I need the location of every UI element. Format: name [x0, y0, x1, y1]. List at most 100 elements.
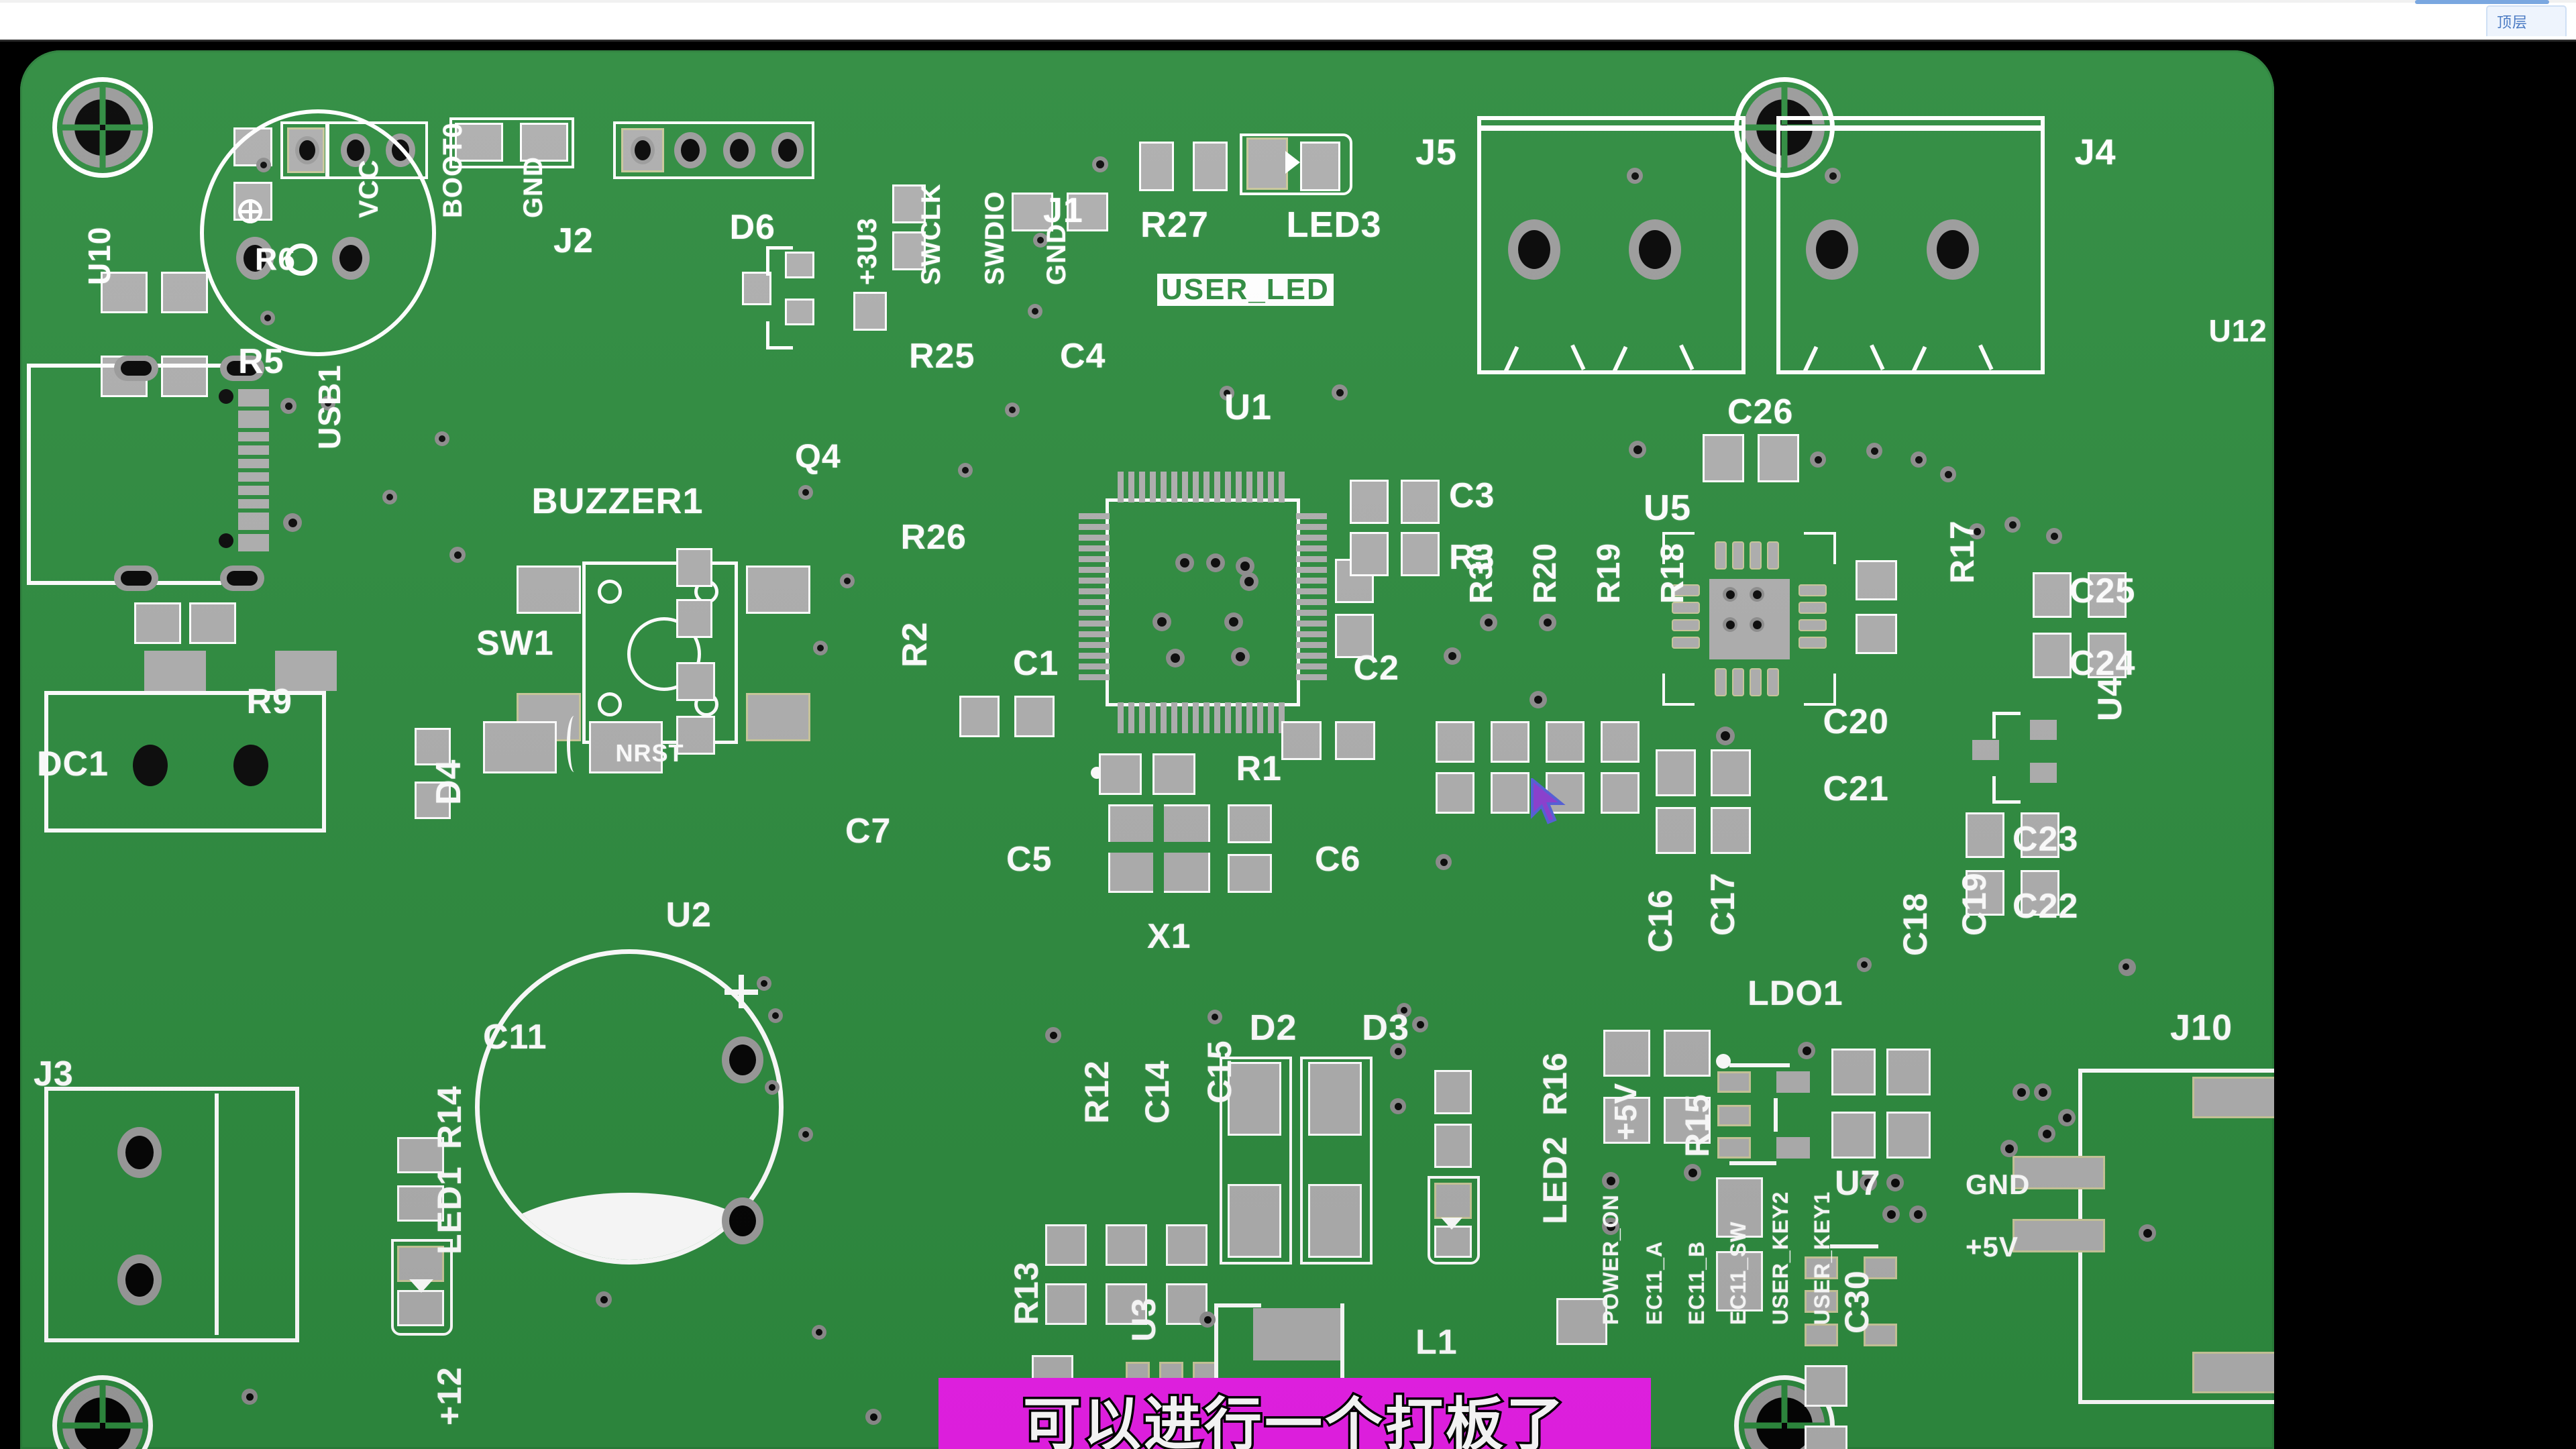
silk-label-c14: C14: [1138, 1060, 1176, 1124]
silk-buzzer-polarity-v: [249, 199, 252, 223]
mcu-u1-pin-bottom-4: [1150, 702, 1156, 733]
silk-label-r12: R12: [1078, 1060, 1116, 1124]
silk-label-c18: C18: [1896, 892, 1934, 956]
silk-label-c1: C1: [1013, 643, 1059, 683]
silk-label-r19: R19: [1591, 542, 1627, 604]
pad-r25-a: [892, 184, 926, 223]
silk-label-swclk: SWCLK: [916, 183, 946, 285]
hole-j4-pin1: [1806, 219, 1858, 280]
mcu-u1[interactable]: [1079, 472, 1327, 733]
pad-u7-2: [1805, 1290, 1838, 1313]
silk-ldo1-pin1-dot: [1716, 1054, 1731, 1069]
silk-j3-inner: [215, 1093, 219, 1335]
pad-r3-a: [1350, 532, 1389, 576]
regulator-u5[interactable]: [1662, 532, 1836, 706]
mcu-u1-pin-top-7: [1182, 472, 1188, 502]
via-misc-7: [813, 641, 828, 655]
mcu-u1-pin-left-8: [1079, 588, 1110, 594]
pad-r25-b: [892, 231, 926, 270]
mcu-u1-pin-bottom-1: [1118, 702, 1124, 733]
mcu-u1-pin-right-9: [1296, 599, 1327, 605]
via-misc-13: [1220, 386, 1234, 400]
via-u1-tl: [1175, 553, 1194, 572]
pad-led3-a: [1246, 138, 1288, 190]
silk-label-d2: D2: [1249, 1008, 1297, 1048]
mcu-u1-pin-left-9: [1079, 599, 1110, 605]
mcu-u1-pin-right-16: [1296, 674, 1327, 680]
silk-u4-c: [1992, 776, 1996, 803]
via-u1-ml: [1152, 612, 1171, 631]
layer-tab-label: 顶层: [2497, 14, 2528, 31]
pad-d3-a: [1308, 1062, 1362, 1136]
via-r20: [1480, 614, 1497, 631]
usb1-contact-pads: [238, 389, 269, 560]
mcu-u1-pin-bottom-11: [1225, 702, 1231, 733]
via-buzzer-top: [256, 158, 271, 172]
pad-r17-a: [1856, 560, 1897, 600]
pad-r16-b: [1434, 1124, 1472, 1168]
silk-label-q4: Q4: [795, 437, 841, 475]
via-misc-10: [1028, 304, 1042, 319]
mcu-u1-pin-left-5: [1079, 556, 1110, 562]
hole-j4-pin2: [1927, 219, 1979, 280]
silk-j3-bot: [44, 1338, 299, 1342]
silk-label-d3: D3: [1362, 1008, 1410, 1048]
silk-label-swdio: SWDIO: [979, 191, 1010, 285]
pad-c6-b: [1335, 721, 1375, 760]
via-misc-14: [1810, 451, 1826, 468]
silk-dc1-right: [322, 691, 326, 832]
silk-dc1-top: [44, 691, 326, 695]
silk-label-c21: C21: [1823, 769, 1889, 808]
via-u1-tm: [1206, 553, 1225, 572]
pad-r12-a: [1045, 1224, 1087, 1266]
via-u1-mr: [1240, 572, 1258, 591]
mcu-u1-pin-right-11: [1296, 621, 1327, 627]
silk-label-r18: R18: [1655, 542, 1690, 604]
mcu-u1-pin-top-13: [1246, 472, 1252, 502]
subtitle-highlight: [938, 1378, 1651, 1449]
silk-label-sw1: SW1: [476, 623, 554, 663]
pad-led3-b: [1300, 142, 1340, 191]
hole-j1-pin2: [674, 132, 706, 168]
silk-label-c26: C26: [1727, 392, 1794, 431]
via-usb1-a: [280, 398, 297, 414]
pad-r30-b: [1436, 772, 1474, 814]
pad-r20-b: [1491, 772, 1529, 814]
pad-u7-5: [1864, 1324, 1897, 1346]
pad-c16-b: [1603, 1097, 1650, 1144]
pad-q4-1: [785, 252, 814, 278]
pad-c23-b: [2021, 812, 2059, 858]
pad-c2-b: [1335, 614, 1374, 658]
pad-r9-a: [134, 602, 181, 644]
silk-label-c23: C23: [2012, 820, 2079, 859]
silk-ldo1-top: [1729, 1063, 1790, 1067]
mcu-u1-pin-bottom-8: [1193, 702, 1199, 733]
silk-j10-bot: [2078, 1400, 2274, 1404]
pad-c14-a: [1106, 1224, 1147, 1266]
hole-j3-pin1: [117, 1127, 162, 1178]
silk-j3-top: [44, 1087, 299, 1091]
pad-c25-a: [2033, 572, 2072, 618]
browser-top-bar: 顶层: [0, 0, 2576, 42]
silk-label-p3u3: +3U3: [852, 217, 882, 285]
silk-label-usb1: USB1: [311, 364, 347, 449]
pad-c5-a: [1099, 753, 1142, 795]
terminal-block-j4: [1776, 116, 2045, 374]
via-u5-ctr-2: [1750, 587, 1764, 602]
pad-r3-b: [1401, 532, 1440, 576]
via-misc-15: [1866, 443, 1882, 459]
mcu-u1-pin-right-13: [1296, 642, 1327, 648]
buzzer-outline: [200, 109, 436, 356]
layer-tab-top-layer[interactable]: 顶层: [2486, 5, 2567, 36]
silk-label-r25: R25: [909, 337, 975, 376]
pad-c3-b: [1401, 480, 1440, 524]
mcu-u1-pin-right-14: [1296, 653, 1327, 659]
pad-r9-b: [189, 602, 236, 644]
silk-label-l1: L1: [1415, 1323, 1458, 1362]
via-u5-ctr-4: [1750, 617, 1764, 632]
pad-c22-a: [1966, 870, 2004, 916]
mcu-u1-pin-right-10: [1296, 610, 1327, 616]
mcu-u1-pin-left-11: [1079, 621, 1110, 627]
pad-c21-a: [1656, 807, 1696, 854]
